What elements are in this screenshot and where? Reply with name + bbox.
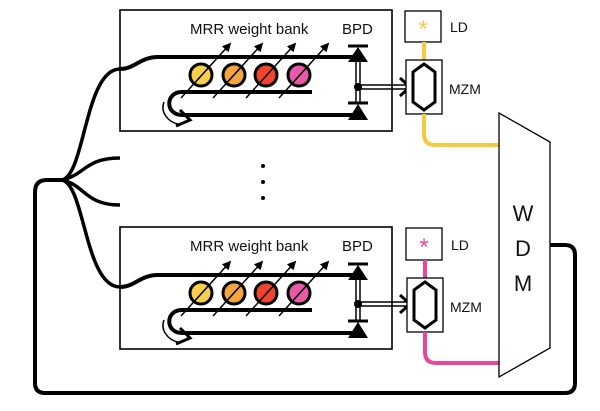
unit-bottom-loop-arc [162,319,179,343]
unit-top-input-waveguide [119,55,358,71]
unit-bottom-drop-waveguide [167,308,358,335]
unit-top-loop-tip [175,108,193,128]
unit-top-ld: * LD [404,10,468,43]
tuning-arrow [212,42,264,99]
unit-bottom-bpd [348,262,413,338]
unit-top: MRR weight bank BPD [119,9,499,147]
photodiode-icon [348,104,368,120]
tuning-arrow [180,42,232,99]
unit-top-mzm: MZM [405,59,481,115]
unit-bottom-bpd-label: BPD [342,238,373,255]
unit-top-drop-waveguide [167,90,358,117]
mzm-box [406,277,444,333]
wdm-letter: D [515,236,531,261]
unit-top-bpd [348,44,413,120]
unit-bottom-ld-label: LD [451,237,469,253]
wdm-trapezoid [498,111,551,379]
unit-top-ld-label: LD [450,19,468,35]
tuning-arrow [180,260,232,317]
mzm-interferometer-icon [411,62,437,112]
ellipsis [261,164,265,200]
splitter-branch-mid-upper [61,156,121,182]
laser-diode-box [405,227,443,261]
splitter-branch-top [61,67,121,182]
unit-top-mzm-to-wdm [422,114,499,147]
tuning-arrow [278,42,330,99]
unit-bottom-mzm: MZM [406,277,482,333]
photodiode-icon [348,47,368,62]
splitter [61,67,121,289]
photodiode-icon [348,322,368,338]
splitter-branch-bottom [61,178,121,289]
unit-top-rings [180,42,330,99]
unit-bottom-rings [180,260,330,317]
tuning-arrow [245,42,297,99]
laser-diode-box [404,10,442,43]
laser-star-icon: * [418,16,427,43]
tuning-arrow [278,260,330,317]
unit-bottom-ld: * LD [405,227,469,261]
unit-top-loop-arc [162,101,179,125]
mzm-interferometer-icon [412,280,438,330]
unit-bottom-loop-tip [175,326,193,346]
unit-bottom-input-waveguide [119,273,358,289]
unit-bottom-mzm-to-wdm [423,332,499,365]
unit-bottom: MRR weight bank BPD [119,226,499,365]
wdm-letter: W [513,201,534,226]
tuning-arrow [212,260,264,317]
tuning-arrow [245,260,297,317]
wdm-letter: M [514,271,532,296]
mzm-box [405,59,443,115]
feedback-waveguide [33,178,577,395]
unit-top-bpd-label: BPD [342,21,373,38]
unit-top-bank-label: MRR weight bank [190,21,309,38]
unit-bottom-bank-label: MRR weight bank [190,238,309,255]
unit-top-mzm-label: MZM [449,81,481,97]
wdm: W D M [498,111,551,379]
photodiode-icon [348,265,368,280]
splitter-branch-mid-lower [61,178,121,207]
unit-bottom-mzm-label: MZM [450,299,482,315]
laser-star-icon: * [419,234,428,261]
